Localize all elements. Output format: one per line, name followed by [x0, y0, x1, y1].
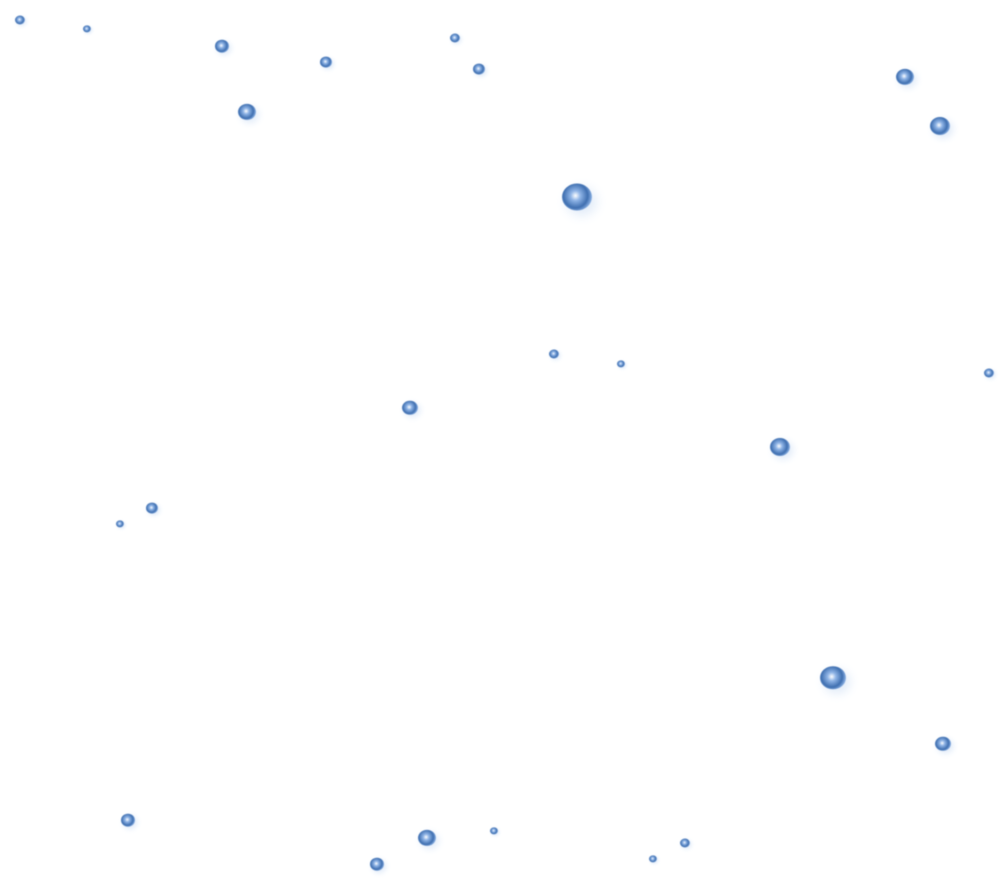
water-droplet: [320, 56, 332, 68]
water-droplet: [896, 68, 914, 86]
water-droplet: [680, 838, 690, 848]
water-droplet: [83, 25, 91, 33]
water-droplet: [549, 349, 559, 359]
water-droplet: [935, 736, 951, 752]
water-droplet: [473, 63, 485, 75]
water-droplet: [238, 103, 256, 121]
water-droplet: [820, 666, 846, 690]
water-droplet: [930, 117, 950, 135]
water-droplet: [490, 827, 498, 835]
water-droplet: [418, 829, 436, 847]
water-droplet: [450, 33, 460, 43]
water-droplet: [770, 438, 790, 456]
water-droplet: [15, 15, 25, 25]
water-droplet: [617, 360, 625, 368]
water-droplet: [116, 520, 124, 528]
water-droplet: [649, 855, 657, 863]
water-droplet: [370, 857, 384, 871]
water-droplet: [121, 813, 135, 827]
water-droplet: [215, 39, 229, 53]
water-droplet: [402, 400, 418, 416]
water-droplet: [562, 183, 592, 211]
water-droplet: [984, 368, 994, 378]
water-droplet: [146, 502, 158, 514]
